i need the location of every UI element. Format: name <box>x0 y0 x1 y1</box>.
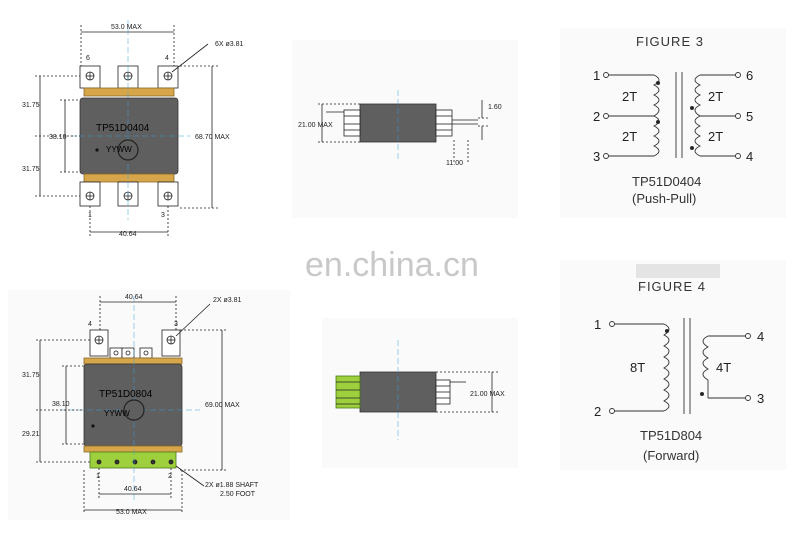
pin-label: 2 <box>594 404 601 419</box>
winding-turns: 2T <box>622 129 637 144</box>
bottom-width-label: 53.0 MAX <box>116 509 147 516</box>
bottom-spacing-label: 40.64 <box>124 486 142 493</box>
side-view-tp51d0404 <box>292 40 518 218</box>
pin-label: 6 <box>746 68 753 83</box>
pin-number: 4 <box>165 55 169 62</box>
pin-label: 4 <box>757 329 764 344</box>
pin-diameter-label: 2X ø3.81 <box>213 297 242 304</box>
figure-mode: (Forward) <box>643 448 699 463</box>
watermark: en.china.cn <box>305 246 479 284</box>
shaft-label: 2X ø1.88 SHAFT <box>205 482 259 489</box>
terminal-strip <box>83 173 175 183</box>
pin-label: 4 <box>746 149 753 164</box>
lower-height-label: 31.75 <box>22 166 40 173</box>
spacing-label: 40.64 <box>119 231 137 238</box>
figure-mode: (Push-Pull) <box>632 191 696 206</box>
pin-number: 1 <box>88 212 92 219</box>
lead-thickness-label: 1.60 <box>488 104 502 111</box>
pin-label: 1 <box>594 317 601 332</box>
figure-4-schematic <box>560 260 786 470</box>
pin-label: 5 <box>746 109 753 124</box>
lower-height-label: 29.21 <box>22 431 40 438</box>
panel-background <box>560 28 786 218</box>
mid-height-label: 38.10 <box>52 401 70 408</box>
green-base-side <box>335 375 361 409</box>
winding-turns: 2T <box>708 129 723 144</box>
top-view-tp51d0404 <box>35 20 218 236</box>
overall-height-label: 68.70 MAX <box>195 134 230 141</box>
bobbin-right <box>435 109 453 137</box>
green-base <box>89 451 177 469</box>
redaction-blur <box>636 264 720 278</box>
figure-part-number: TP51D804 <box>640 428 702 443</box>
pin-label: 3 <box>757 391 764 406</box>
polarity-dot <box>655 119 661 125</box>
top-spacing-label: 40.64 <box>125 294 143 301</box>
top-view-tp51d0804 <box>8 290 290 520</box>
panel-background <box>560 260 786 470</box>
secondary-coil <box>702 335 709 381</box>
bobbin-left <box>343 109 361 137</box>
mid-height-label: 38.10 <box>49 134 67 141</box>
pin-label: 2 <box>593 109 600 124</box>
terminal-strip <box>83 445 183 453</box>
polarity-dot <box>689 105 695 111</box>
secondary-coil-upper <box>694 74 702 117</box>
terminal-strip <box>83 357 183 365</box>
pin-label: 1 <box>593 68 600 83</box>
polarity-dot <box>689 145 695 151</box>
leader-line <box>171 43 209 73</box>
width-label: 53.0 MAX <box>111 24 142 31</box>
part-number: TP51D0804 <box>99 389 153 400</box>
logo-mark <box>123 399 145 421</box>
side-height-label: 21.00 MAX <box>298 122 333 129</box>
winding-turns: 2T <box>708 89 723 104</box>
upper-height-label: 31.75 <box>22 102 40 109</box>
winding-turns: 8T <box>630 360 645 375</box>
pin-number: 1 <box>96 473 100 480</box>
date-code: YYWW <box>106 145 132 154</box>
primary-coil <box>663 323 670 412</box>
polarity-dot <box>655 80 661 86</box>
pin-number: 2 <box>168 473 172 480</box>
figure-part-number: TP51D0404 <box>632 174 701 189</box>
overall-height-label: 69.00 MAX <box>205 402 240 409</box>
pin-label: 3 <box>593 149 600 164</box>
date-code: YYWW <box>104 409 130 418</box>
part-number: TP51D0404 <box>96 123 150 134</box>
winding-turns: 2T <box>622 89 637 104</box>
pin-diameter-label: 6X ø3.81 <box>215 41 244 48</box>
winding-turns: 4T <box>716 360 731 375</box>
upper-height-label: 31.75 <box>22 372 40 379</box>
figure-title: FIGURE 4 <box>638 279 706 294</box>
secondary-coil-lower <box>694 115 702 157</box>
leader-line <box>175 465 205 487</box>
leader-line <box>175 303 211 337</box>
polarity-dot <box>699 391 705 397</box>
figure-3-schematic <box>560 28 786 218</box>
side-height-label: 21.00 MAX <box>470 391 505 398</box>
foot-label: 2.50 FOOT <box>220 491 256 498</box>
pin-number: 4 <box>88 321 92 328</box>
pin-number: 6 <box>86 55 90 62</box>
pin-number: 3 <box>161 212 165 219</box>
figure-title: FIGURE 3 <box>636 34 704 49</box>
side-view-tp51d0804 <box>322 318 518 468</box>
offset-label: 11.00 <box>446 160 463 167</box>
pin1-dot <box>91 424 95 428</box>
pin-number: 3 <box>174 321 178 328</box>
polarity-dot <box>664 328 670 334</box>
terminal-strip <box>83 87 175 97</box>
pin1-dot <box>95 148 99 152</box>
logo-mark <box>117 139 139 161</box>
